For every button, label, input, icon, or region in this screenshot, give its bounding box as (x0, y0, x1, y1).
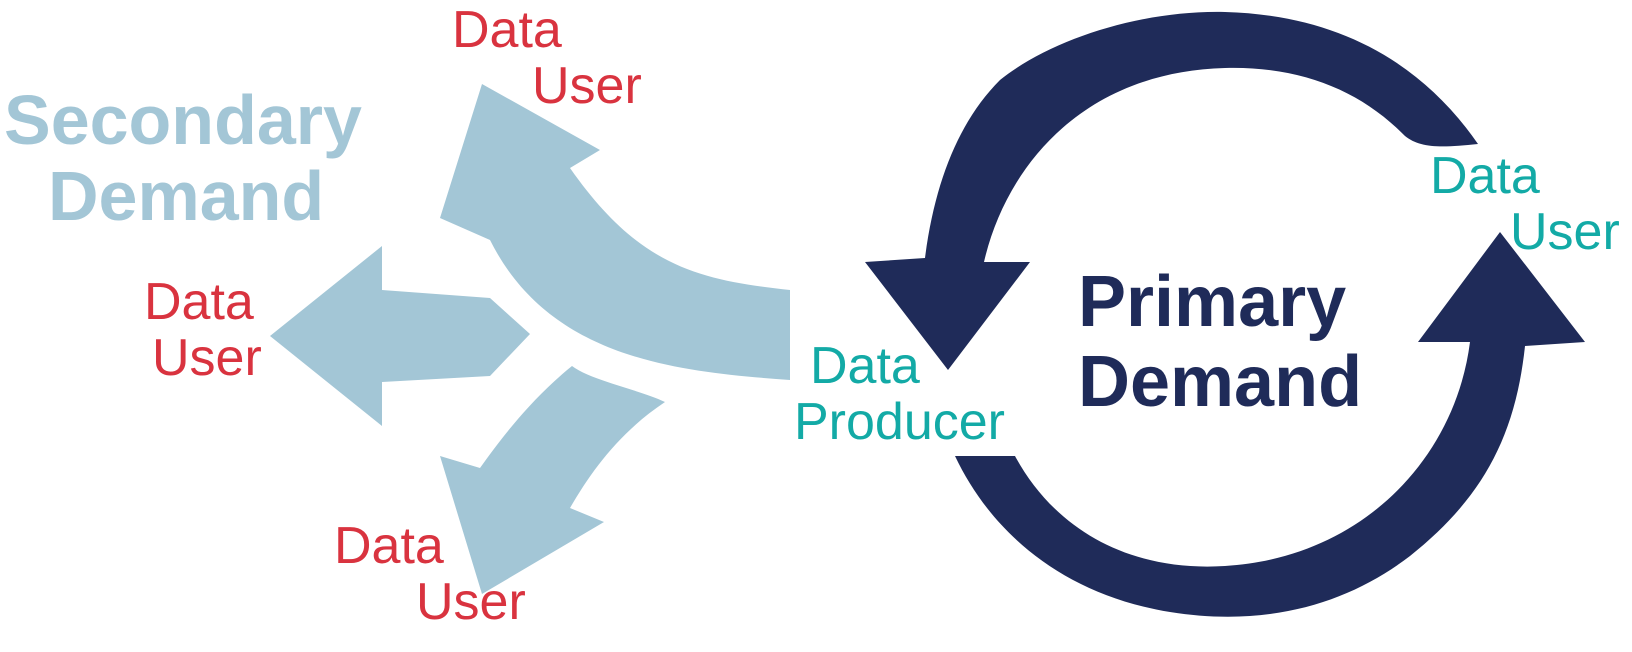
data-user-bottom-line1: Data (334, 517, 444, 575)
data-user-left-line1: Data (144, 273, 254, 331)
data-user-left-line2: User (152, 329, 262, 387)
primary-demand-label: Primary Demand (1078, 262, 1362, 422)
secondary-arrow-left (270, 246, 530, 426)
data-user-top-line2: User (532, 57, 642, 115)
data-user-right-line2: User (1510, 203, 1620, 261)
secondary-demand-line1: Secondary (4, 81, 362, 159)
data-user-bottom-line2: User (416, 573, 526, 631)
secondary-arrow-up (440, 84, 790, 380)
data-producer-line2: Producer (794, 393, 1005, 451)
data-user-bottom-label: Data User (334, 518, 526, 630)
secondary-arrow-down (440, 366, 665, 594)
primary-demand-line1: Primary (1078, 262, 1347, 342)
data-user-left-label: Data User (144, 274, 262, 386)
data-user-right-line1: Data (1430, 147, 1540, 205)
data-user-top-label: Data User (452, 2, 642, 114)
primary-demand-line2: Demand (1078, 342, 1363, 422)
primary-arrow-lower (955, 232, 1585, 617)
primary-arrow-upper (865, 11, 1478, 370)
data-producer-line1: Data (810, 337, 920, 395)
data-user-right-label: Data User (1430, 148, 1620, 260)
secondary-demand-line2: Demand (48, 157, 325, 235)
data-user-top-line1: Data (452, 1, 562, 59)
data-producer-label: Data Producer (794, 338, 1005, 450)
secondary-demand-label: Secondary Demand (4, 82, 362, 234)
